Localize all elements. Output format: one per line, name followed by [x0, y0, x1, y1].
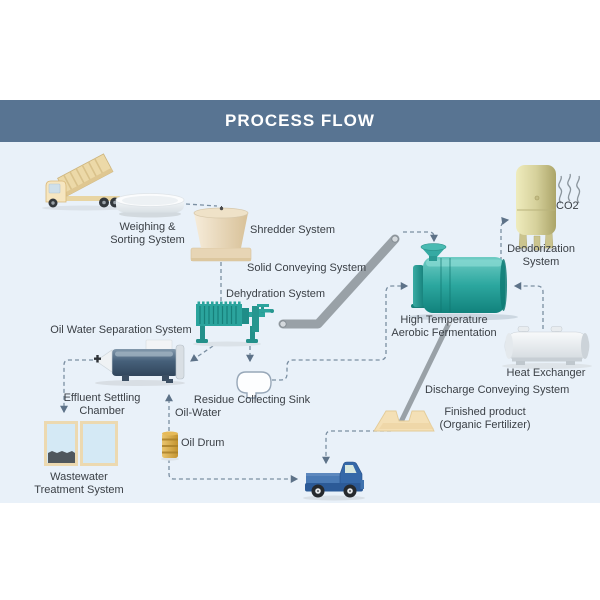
- label-effluent-chamber: Effluent Settling Chamber: [63, 392, 141, 417]
- title-bar: PROCESS FLOW: [0, 100, 600, 142]
- oil-drum-icon: [161, 431, 179, 461]
- settling-tanks-icon: [44, 421, 118, 466]
- connector-separator-wastewater-line: [60, 359, 93, 414]
- connector-sink-fermentation-line: [272, 282, 409, 381]
- connector-heatexchanger-fermentation-line: [513, 282, 544, 329]
- connector-basin-shredder-line: [185, 203, 218, 207]
- weighing-basin-icon: [115, 193, 185, 218]
- connector-pile-truck-line: [322, 430, 391, 465]
- connector-conveyor-hopper-line: [403, 231, 438, 243]
- label-wastewater-treatment: Wastewater Treatment System: [34, 471, 124, 496]
- connector-drum-truck-line: [168, 459, 299, 483]
- label-heat-exchanger: Heat Exchanger: [506, 367, 586, 379]
- shredder-icon: [190, 206, 252, 262]
- label-finished-product: Finished product (Organic Fertilizer): [439, 406, 531, 431]
- pickup-truck-icon: [303, 461, 365, 501]
- label-deodorization: Deodorization System: [507, 243, 575, 268]
- label-residue-sink: Residue Collecting Sink: [193, 394, 311, 406]
- solid-conveyor-icon: [278, 234, 400, 329]
- fermentation-tank-icon: [408, 243, 518, 321]
- deodorization-tower-icon: [514, 165, 558, 252]
- label-oil-drum: Oil Drum: [181, 437, 225, 449]
- label-dehydration-system: Dehydration System: [226, 288, 326, 300]
- fertilizer-pile-icon: [373, 410, 435, 432]
- connectors: [60, 203, 544, 483]
- filter-press-icon: [193, 301, 274, 347]
- dump-truck-icon: [42, 153, 128, 211]
- label-weighing-sorting: Weighing & Sorting System: [110, 221, 185, 246]
- connector-press-separator-line: [190, 345, 214, 362]
- oil-water-separator-icon: [94, 339, 185, 386]
- label-discharge-conveying: Discharge Conveying System: [425, 384, 570, 396]
- page-title: PROCESS FLOW: [225, 111, 375, 130]
- label-shredder-system: Shredder System: [250, 224, 335, 236]
- label-fermentation: High Temperature Aerobic Fermentation: [391, 314, 497, 339]
- heat-exchanger-icon: [502, 326, 592, 369]
- discharge-conveyor-icon: [396, 320, 452, 429]
- residue-sink-icon: [236, 371, 272, 399]
- label-co2: CO2: [556, 200, 579, 212]
- connector-fermentation-deodorization-line: [500, 216, 510, 261]
- label-oil-water: Oil-Water: [175, 407, 222, 419]
- label-solid-conveying: Solid Conveying System: [247, 262, 367, 274]
- label-oil-water-separation: Oil Water Separation System: [50, 324, 192, 336]
- co2-smoke-icon: [558, 173, 581, 204]
